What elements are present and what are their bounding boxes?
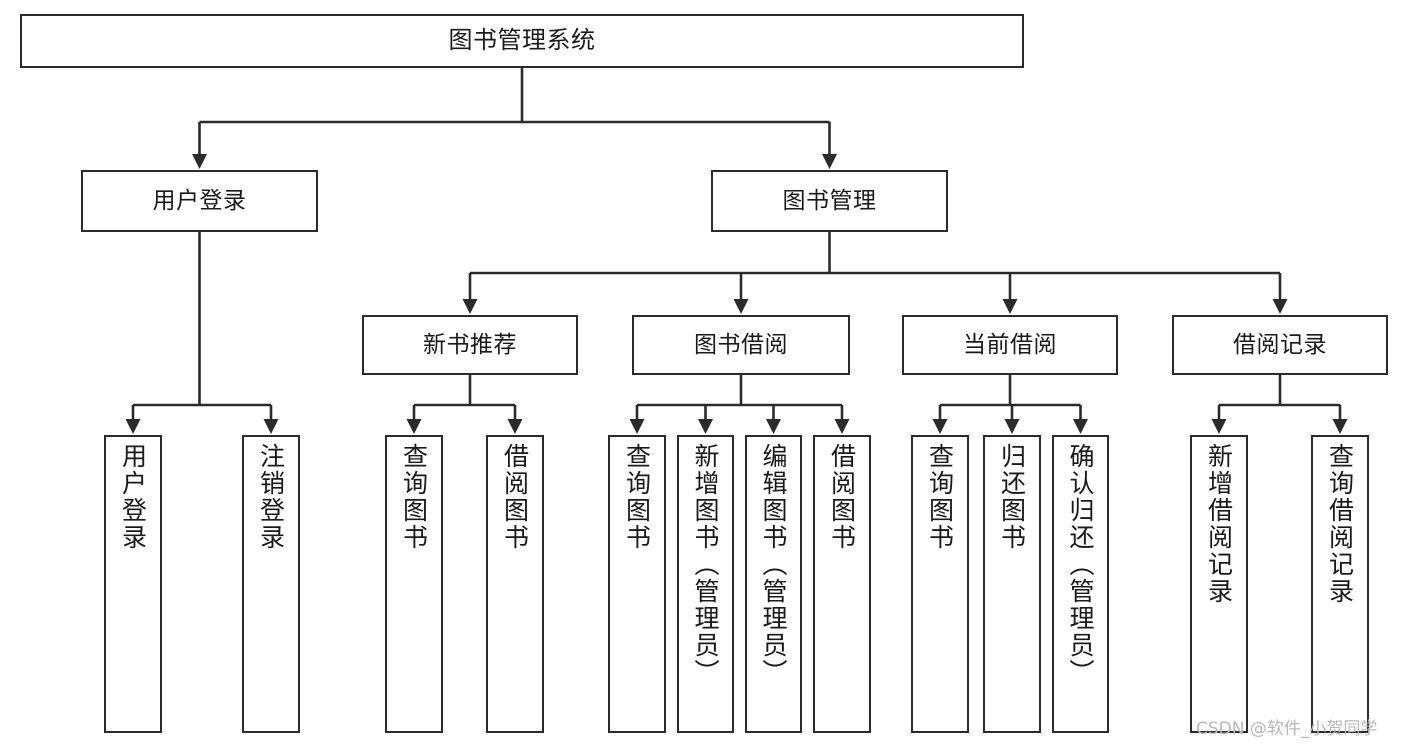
node-book-borrow-label: 图书借阅 bbox=[694, 331, 788, 358]
leaf-add-book-label: 新增图书（管理员） bbox=[691, 443, 720, 686]
node-user-login-label: 用户登录 bbox=[152, 187, 247, 214]
leaf-query-book-1[interactable]: 查询图书 bbox=[385, 435, 443, 733]
leaf-edit-book[interactable]: 编辑图书（管理员） bbox=[745, 435, 802, 733]
csdn-watermark: CSDN @软件_小贺同学 bbox=[1196, 719, 1378, 739]
node-book-manage-label: 图书管理 bbox=[782, 187, 877, 214]
leaf-query-book-2-label: 查询图书 bbox=[622, 443, 652, 551]
node-new-book-rec[interactable]: 新书推荐 bbox=[362, 315, 578, 375]
node-borrow-record[interactable]: 借阅记录 bbox=[1172, 315, 1388, 375]
leaf-borrow-book-1[interactable]: 借阅图书 bbox=[486, 435, 544, 733]
leaf-user-logout-label: 注销登录 bbox=[256, 443, 286, 551]
node-book-borrow[interactable]: 图书借阅 bbox=[632, 315, 850, 375]
leaf-borrow-book-2[interactable]: 借阅图书 bbox=[813, 435, 871, 733]
leaf-query-book-3[interactable]: 查询图书 bbox=[911, 435, 969, 733]
node-root-label: 图书管理系统 bbox=[448, 26, 596, 55]
leaf-user-login[interactable]: 用户登录 bbox=[104, 435, 162, 733]
node-new-book-rec-label: 新书推荐 bbox=[423, 331, 517, 358]
leaf-query-book-1-label: 查询图书 bbox=[399, 443, 429, 551]
node-root[interactable]: 图书管理系统 bbox=[20, 14, 1024, 68]
leaf-add-record-label: 新增借阅记录 bbox=[1204, 443, 1234, 605]
leaf-user-logout[interactable]: 注销登录 bbox=[242, 435, 300, 733]
node-current-borrow[interactable]: 当前借阅 bbox=[902, 315, 1118, 375]
node-user-login[interactable]: 用户登录 bbox=[81, 170, 318, 232]
leaf-query-record-label: 查询借阅记录 bbox=[1325, 443, 1355, 605]
leaf-query-book-2[interactable]: 查询图书 bbox=[608, 435, 666, 733]
node-book-manage[interactable]: 图书管理 bbox=[711, 170, 948, 232]
node-current-borrow-label: 当前借阅 bbox=[963, 331, 1057, 358]
leaf-borrow-book-2-label: 借阅图书 bbox=[827, 443, 857, 551]
leaf-user-login-label: 用户登录 bbox=[118, 443, 148, 551]
leaf-confirm-return-label: 确认归还（管理员） bbox=[1066, 443, 1095, 686]
leaf-borrow-book-1-label: 借阅图书 bbox=[500, 443, 530, 551]
leaf-return-book[interactable]: 归还图书 bbox=[983, 435, 1041, 733]
leaf-add-book[interactable]: 新增图书（管理员） bbox=[677, 435, 734, 733]
leaf-query-record[interactable]: 查询借阅记录 bbox=[1311, 435, 1369, 733]
leaf-edit-book-label: 编辑图书（管理员） bbox=[759, 443, 788, 686]
node-borrow-record-label: 借阅记录 bbox=[1233, 331, 1327, 358]
leaf-confirm-return[interactable]: 确认归还（管理员） bbox=[1052, 435, 1109, 733]
leaf-return-book-label: 归还图书 bbox=[997, 443, 1027, 551]
leaf-add-record[interactable]: 新增借阅记录 bbox=[1190, 435, 1248, 733]
leaf-query-book-3-label: 查询图书 bbox=[925, 443, 955, 551]
